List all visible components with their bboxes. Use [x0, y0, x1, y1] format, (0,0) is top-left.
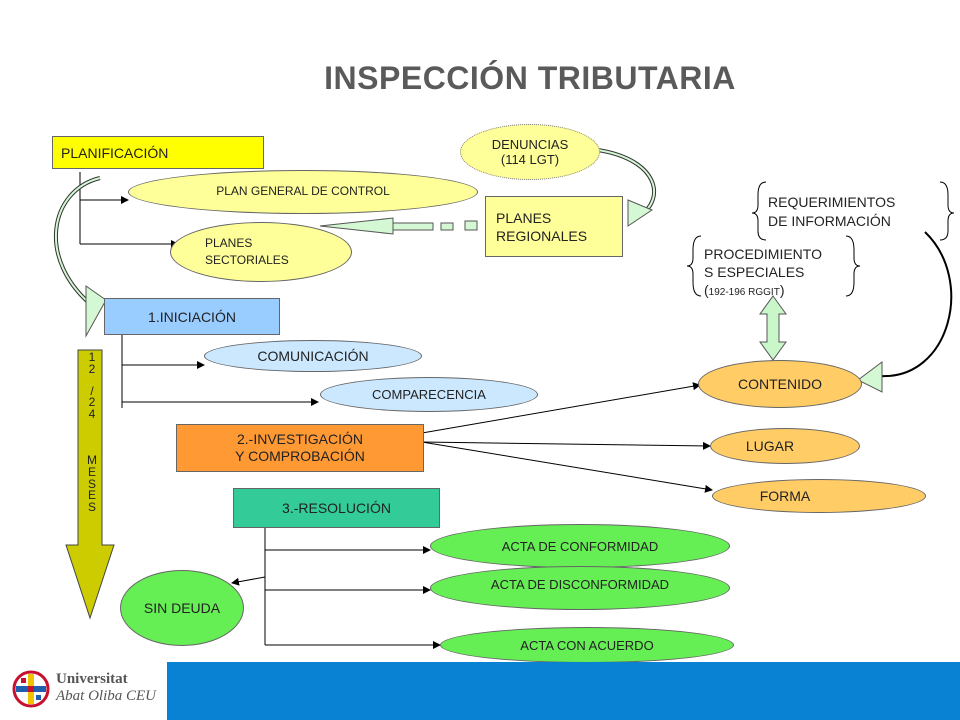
sin-deuda-ellipse[interactable]: SIN DEUDA	[120, 570, 244, 646]
curve-requerimientos-to-contenido	[879, 231, 953, 378]
meses-char: 2	[88, 395, 96, 410]
planes-regionales-line2: REGIONALES	[496, 227, 588, 244]
meses-label: 1 2 / 2 4 M E S E S	[84, 350, 100, 515]
bracket-right-requerimientos	[939, 181, 955, 241]
university-logo-text: Universitat Abat Oliba CEU	[56, 671, 156, 705]
planificacion-label: PLANIFICACIÓN	[61, 144, 169, 161]
meses-char: S	[87, 476, 96, 491]
acta-acuerdo-ellipse[interactable]: ACTA CON ACUERDO	[440, 627, 734, 663]
plan-general-ellipse[interactable]: PLAN GENERAL DE CONTROL	[128, 170, 478, 214]
acta-conformidad-label: ACTA DE CONFORMIDAD	[501, 538, 659, 554]
requerimientos-line1: REQUERIMIENTOS	[768, 194, 896, 210]
meses-char: /	[90, 383, 94, 398]
resolucion-label: 3.-RESOLUCIÓN	[282, 500, 391, 516]
paren-open: (	[704, 282, 709, 298]
procedimientos-line3: (192-196 RGGIT)	[704, 281, 822, 302]
contenido-ellipse[interactable]: CONTENIDO	[698, 360, 862, 408]
procedimientos-line2: S ESPECIALES	[704, 264, 805, 280]
meses-char: M	[87, 452, 97, 467]
planificacion-box[interactable]: PLANIFICACIÓN	[52, 136, 264, 169]
procedimientos-ref: 192-196 RGGIT	[708, 287, 780, 298]
planes-regionales-line1: PLANES	[496, 209, 552, 226]
footer-bar	[167, 662, 960, 720]
acta-disconformidad-label: ACTA DE DISCONFORMIDAD	[490, 576, 670, 592]
acta-conformidad-ellipse[interactable]: ACTA DE CONFORMIDAD	[430, 524, 730, 568]
denuncias-label: DENUNCIAS	[491, 137, 569, 152]
meses-char: 2	[88, 361, 96, 376]
paren-close: )	[779, 282, 785, 298]
curve-planificacion-to-iniciacion	[53, 176, 101, 310]
meses-char: E	[87, 488, 96, 503]
denuncias-ref: (114 LGT)	[500, 152, 560, 167]
procedimientos-line1: PROCEDIMIENTO	[704, 246, 822, 262]
forma-label: FORMA	[759, 488, 811, 504]
iniciacion-box[interactable]: 1.INICIACIÓN	[104, 298, 280, 335]
acta-acuerdo-label: ACTA CON ACUERDO	[520, 637, 654, 653]
arrow-to-lugar	[421, 441, 711, 450]
comparecencia-label: COMPARECENCIA	[372, 387, 486, 402]
investigacion-box[interactable]: 2.-INVESTIGACIÓN Y COMPROBACIÓN	[176, 424, 424, 472]
logo-line2: Abat Oliba CEU	[56, 688, 156, 704]
acta-disconformidad-ellipse[interactable]: ACTA DE DISCONFORMIDAD	[430, 566, 730, 610]
procedimientos-text: PROCEDIMIENTO S ESPECIALES (192-196 RGGI…	[704, 245, 822, 302]
investigacion-line2: Y COMPROBACIÓN	[235, 448, 365, 464]
university-logo-icon[interactable]	[12, 670, 50, 708]
meses-arrow	[65, 349, 115, 620]
meses-char: 1	[88, 350, 96, 364]
meses-char: 4	[88, 407, 96, 422]
dash-block	[464, 220, 478, 231]
investigacion-line1: 2.-INVESTIGACIÓN	[236, 431, 364, 447]
comunicacion-ellipse[interactable]: COMUNICACIÓN	[204, 340, 422, 372]
bracket-left-procedimientos	[686, 235, 702, 297]
meses-char: E	[87, 464, 96, 479]
lugar-label: LUGAR	[745, 438, 795, 454]
denuncias-ellipse[interactable]: DENUNCIAS (114 LGT)	[460, 124, 600, 180]
arrow-to-contenido	[421, 382, 701, 434]
planes-regionales-box[interactable]: PLANES REGIONALES	[485, 196, 623, 257]
logo-line1: Universitat	[56, 671, 128, 687]
contenido-label: CONTENIDO	[738, 376, 822, 392]
arrow-to-forma	[421, 441, 713, 493]
comparecencia-ellipse[interactable]: COMPARECENCIA	[320, 377, 538, 412]
bracket-left-requerimientos	[751, 181, 767, 241]
iniciacion-label: 1.INICIACIÓN	[148, 308, 236, 325]
lugar-ellipse[interactable]: LUGAR	[710, 428, 860, 464]
requerimientos-text: REQUERIMIENTOS DE INFORMACIÓN	[768, 193, 895, 231]
sin-deuda-label: SIN DEUDA	[143, 600, 221, 616]
page-title: INSPECCIÓN TRIBUTARIA	[324, 60, 736, 96]
bracket-right-procedimientos	[845, 235, 861, 297]
plan-general-label: PLAN GENERAL DE CONTROL	[216, 184, 390, 198]
double-arrow-procedimientos-contenido	[759, 295, 787, 361]
requerimientos-line2: DE INFORMACIÓN	[768, 213, 891, 229]
planes-sectoriales-ellipse[interactable]: PLANES SECTORIALES	[170, 222, 352, 282]
planes-sectoriales-line1: PLANES	[205, 236, 253, 250]
resolucion-box[interactable]: 3.-RESOLUCIÓN	[233, 488, 440, 528]
forma-ellipse[interactable]: FORMA	[712, 479, 926, 513]
planes-sectoriales-line2: SECTORIALES	[205, 253, 289, 267]
comunicacion-label: COMUNICACIÓN	[257, 348, 369, 364]
meses-char: S	[87, 500, 96, 515]
